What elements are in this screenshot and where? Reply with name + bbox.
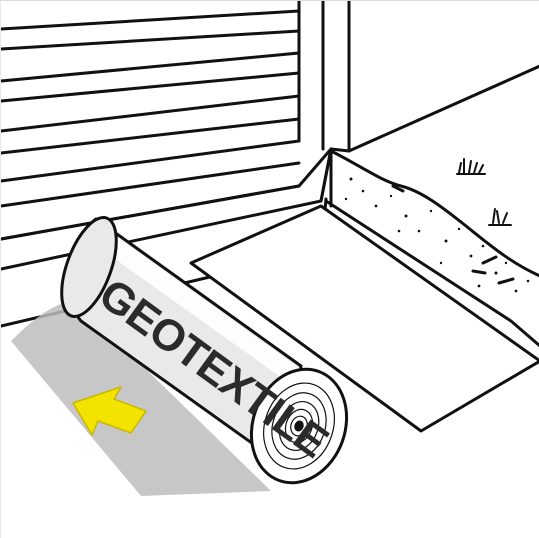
grass-tuft-icon (489, 209, 511, 225)
grass-tuft-icon (457, 159, 485, 174)
right-wall (349, 66, 539, 151)
corner-post (299, 1, 349, 151)
siding-wall (1, 11, 299, 239)
